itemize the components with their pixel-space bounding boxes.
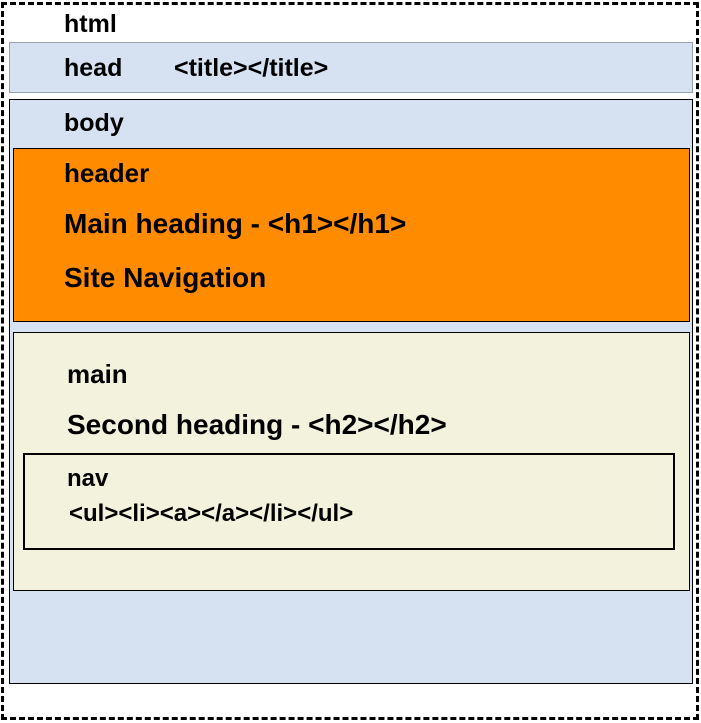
site-navigation-label: Site Navigation	[64, 262, 267, 293]
header-element-box	[13, 148, 690, 322]
body-label: body	[64, 109, 124, 137]
nav-element-box	[23, 453, 675, 550]
main-label: main	[67, 359, 128, 389]
title-tag-label: <title></title>	[174, 54, 329, 82]
header-label: header	[64, 158, 150, 188]
nav-label: nav	[67, 465, 109, 492]
second-heading-label: Second heading - <h2></h2>	[67, 409, 447, 440]
html-label: html	[64, 10, 117, 38]
nav-list-label: <ul><li><a></a></li></ul>	[69, 500, 354, 527]
head-element-box	[9, 42, 693, 93]
head-label: head	[64, 54, 123, 82]
main-heading-label: Main heading - <h1></h1>	[64, 208, 407, 239]
